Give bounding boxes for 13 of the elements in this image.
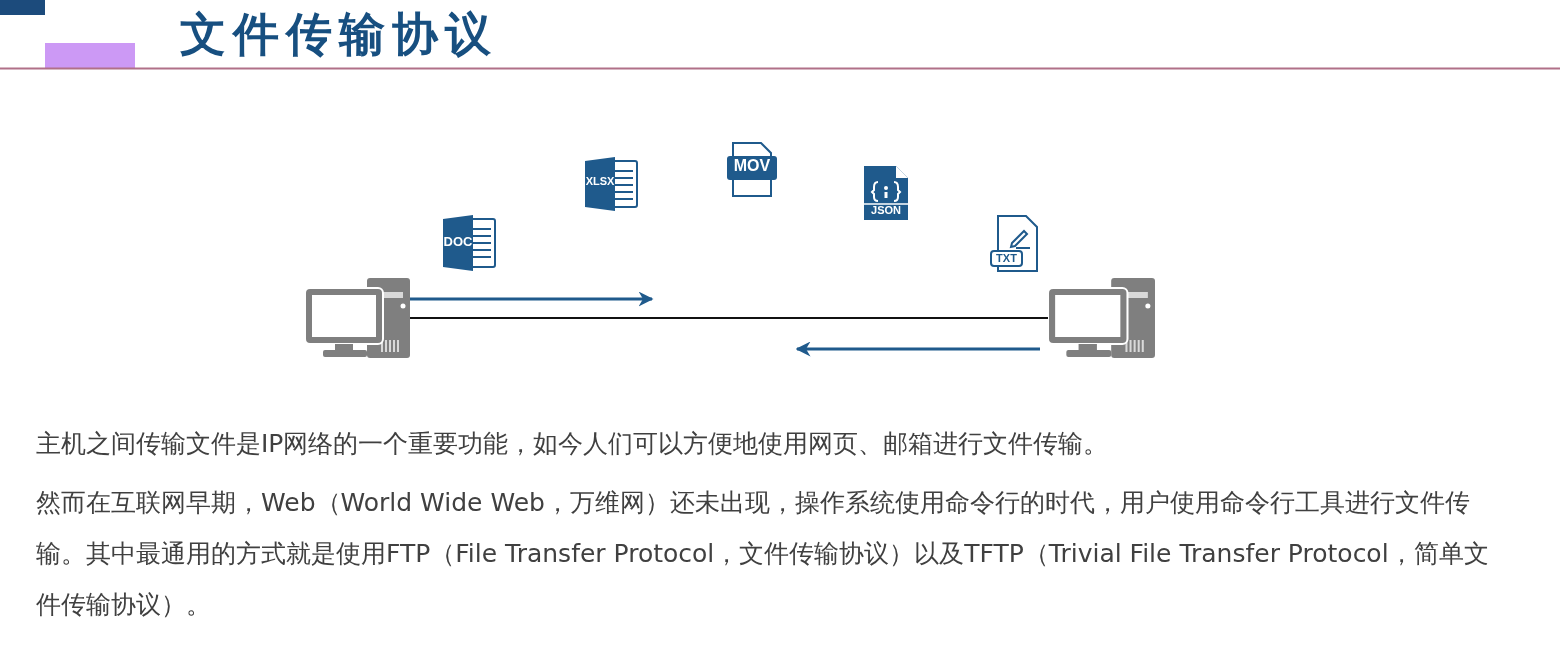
arrow — [795, 341, 1040, 357]
file-type-label: DOC — [443, 234, 473, 249]
title: 文件传输协议 — [180, 6, 498, 62]
arrow — [410, 291, 654, 307]
file-type-label: XLSX — [585, 175, 615, 188]
computer-icon — [305, 278, 410, 358]
file-type-label: MOV — [732, 157, 772, 175]
file-type-label: TXT — [995, 252, 1018, 265]
connection-line — [409, 317, 1049, 319]
file-type-label: JSON — [870, 204, 902, 217]
paragraph: 主机之间传输文件是IP网络的一个重要功能，如今人们可以方便地使用网页、邮箱进行文件传输。 — [36, 428, 1110, 460]
computer-icon — [1048, 278, 1155, 358]
paragraph: 然而在互联网早期，Web（World Wide Web，万维网）还未出现，操作系统使用命令行的时代，用户使用命令行工具进行文件传输。其中最通用的方式就是使用FTP（File Transfer Protocol，文件传输协议）以及TFTP（Trivial File Transfer Protocol，简单文件传输协议）。 — [36, 487, 1490, 621]
